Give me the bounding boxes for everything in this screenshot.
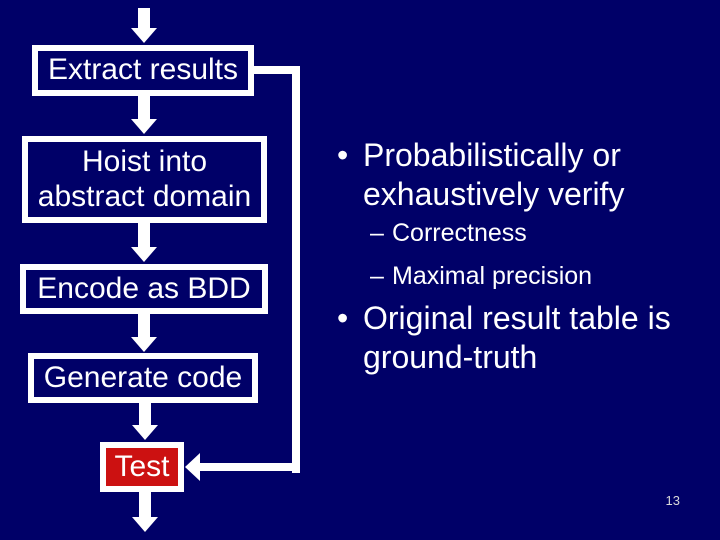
bullet-item-ground-truth-line2: ground-truth: [363, 339, 538, 375]
subbullet-maximal-precision-text: Maximal precision: [392, 262, 593, 290]
flow-arrow-1-head-icon: [131, 119, 157, 134]
flow-box-hoist-abstract-domain-label: Hoist into abstract domain: [37, 145, 252, 213]
flow-arrow-3-head-icon: [131, 337, 157, 352]
flow-box-generate-code-label: Generate code: [43, 360, 243, 394]
bullet-marker-icon: •: [337, 300, 349, 336]
dash-marker-icon: –: [370, 219, 384, 247]
dash-marker-icon: –: [370, 262, 384, 290]
flow-arrow-1-shaft: [138, 96, 150, 120]
flow-box-encode-as-bdd: Encode as BDD: [20, 264, 268, 314]
flow-arrow-5-head-icon: [132, 517, 158, 532]
feedback-line-vertical: [292, 66, 300, 473]
flow-arrow-4-shaft: [139, 403, 151, 426]
flow-arrow-3-shaft: [138, 314, 150, 338]
feedback-line-bottom: [200, 463, 300, 471]
page-number: 13: [665, 493, 680, 508]
bullet-item-verify-line2: exhaustively verify: [363, 176, 625, 212]
flow-box-hoist-abstract-domain: Hoist into abstract domain: [22, 136, 267, 223]
bullet-item-verify-text: Probabilistically or exhaustively verify: [363, 136, 624, 214]
bullet-item-verify-line1: Probabilistically or: [363, 137, 621, 173]
flow-arrow-top-shaft: [138, 8, 150, 29]
flow-arrow-4-head-icon: [132, 425, 158, 440]
feedback-line-top: [254, 66, 300, 74]
feedback-arrow-head-icon: [185, 453, 200, 481]
flow-arrow-2-shaft: [138, 222, 150, 248]
flow-box-generate-code: Generate code: [28, 353, 258, 403]
bullet-item-ground-truth-line1: Original result table is: [363, 300, 671, 336]
subbullet-maximal-precision: – Maximal precision: [370, 261, 592, 291]
flow-box-encode-as-bdd-label: Encode as BDD: [37, 271, 251, 305]
bullet-item-ground-truth-text: Original result table is ground-truth: [363, 299, 671, 377]
flow-arrow-2-head-icon: [131, 247, 157, 262]
flow-box-extract-results: Extract results: [32, 45, 254, 96]
flow-arrow-5-shaft: [139, 492, 151, 518]
bullet-marker-icon: •: [337, 137, 349, 173]
flow-box-extract-results-label: Extract results: [47, 53, 239, 87]
bullet-item-ground-truth: • Original result table is ground-truth: [337, 299, 671, 377]
subbullet-correctness: – Correctness: [370, 218, 527, 248]
flow-box-test: Test: [100, 442, 184, 492]
flow-box-test-label: Test: [114, 449, 170, 483]
bullet-item-verify: • Probabilistically or exhaustively veri…: [337, 136, 624, 214]
subbullet-correctness-text: Correctness: [392, 219, 527, 247]
flow-arrow-top-head-icon: [131, 28, 157, 43]
